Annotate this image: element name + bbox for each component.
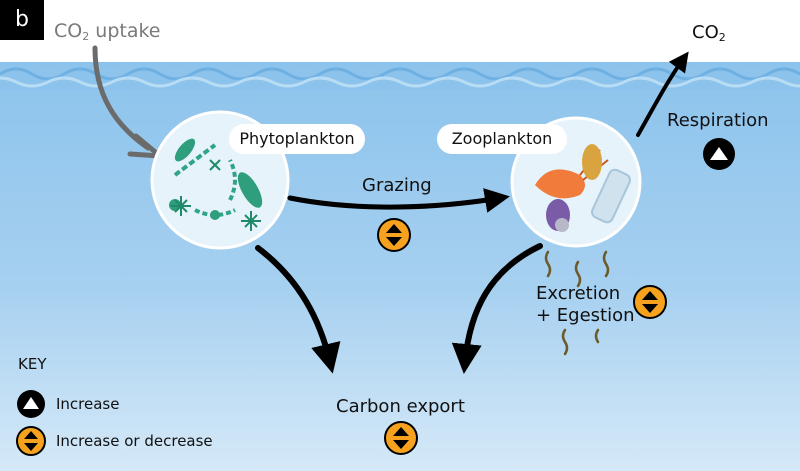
co2-out-label: CO2 [692,22,726,44]
water [0,62,800,471]
zoo-export-arrow [451,243,543,374]
co2-uptake-sub: 2 [82,30,90,43]
respiration-increase-icon [703,138,735,170]
carbon-export-increase-or-decrease-icon [384,421,418,455]
respiration-label: Respiration [667,110,769,131]
key-item-increase-label: Increase [56,395,120,413]
grazing-arrow [287,188,510,213]
key-increase-or-decrease-icon [16,426,46,456]
key-increase-icon [17,390,45,418]
excretion-label-line1: Excretion [536,283,621,304]
phytoplankton-label: Phytoplankton [229,124,365,154]
key-title: KEY [18,355,47,373]
key-item-increase-or-decrease-label: Increase or decrease [56,432,213,450]
co2-uptake-label: CO2 uptake [54,20,160,43]
co2-uptake-suffix: uptake [89,20,161,42]
excretion-squiggles [544,250,610,356]
grazing-label: Grazing [362,175,432,196]
respiration-arrow [636,51,689,137]
co2-out-sub: 2 [718,31,726,44]
excretion-increase-or-decrease-icon [633,285,667,319]
panel-letter: b [0,0,44,40]
excretion-label-line2: + Egestion [536,305,635,326]
zooplankton-label: Zooplankton [437,124,567,154]
phyto-export-arrow [255,245,341,374]
co2-uptake-prefix: CO [54,20,83,42]
wave-line-2 [0,76,800,88]
co2-out-prefix: CO [692,22,719,43]
carbon-export-label: Carbon export [336,396,465,417]
grazing-increase-or-decrease-icon [377,218,411,252]
